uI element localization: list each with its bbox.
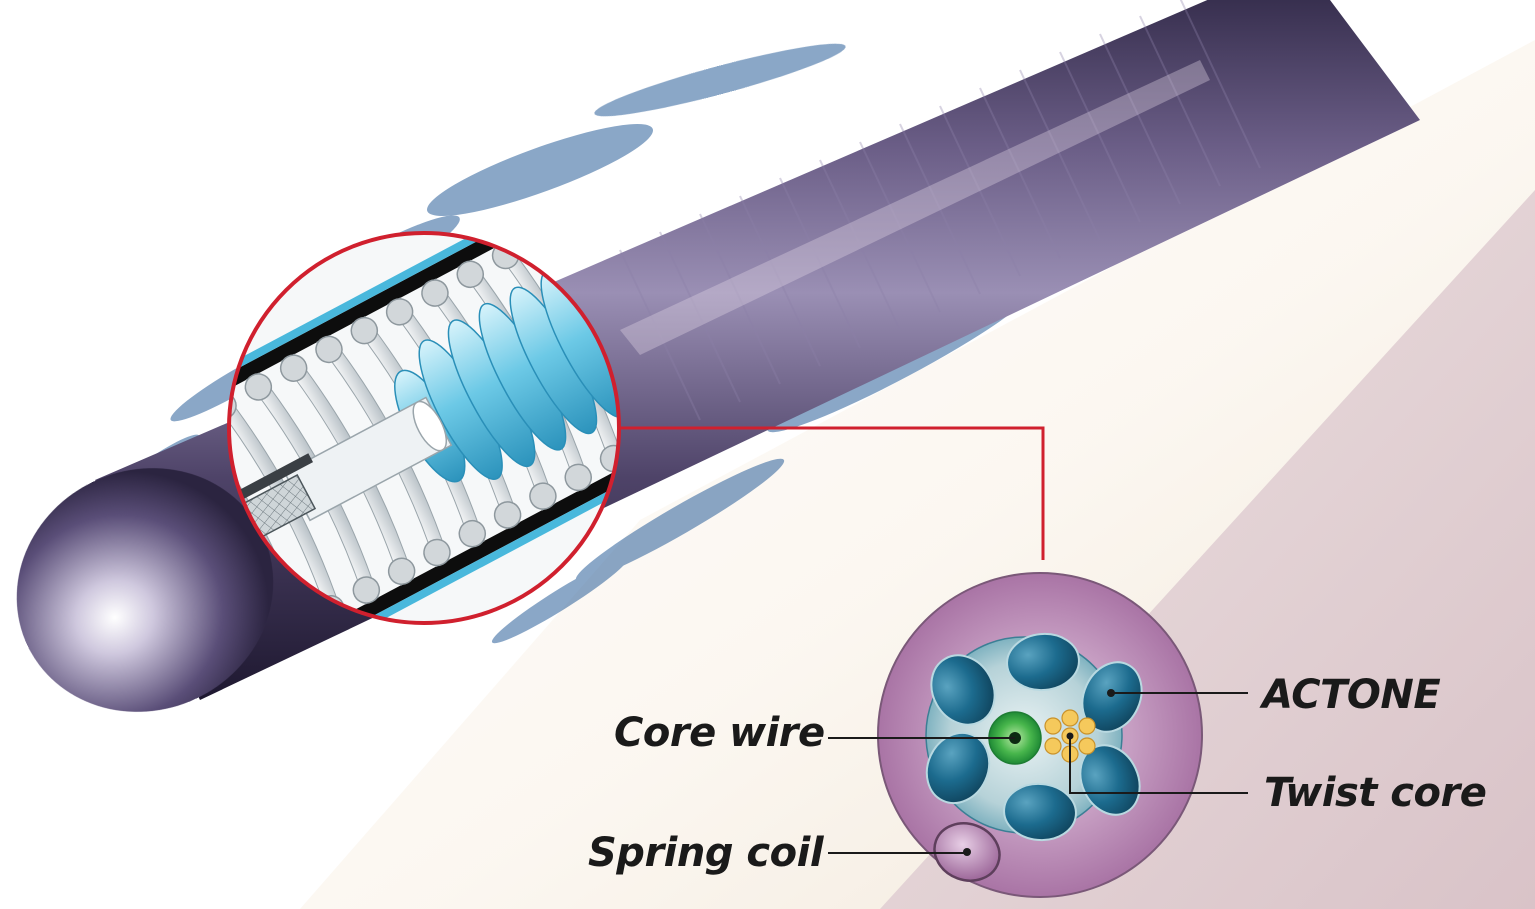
twist-core-strands — [1044, 709, 1096, 763]
cross-section — [877, 572, 1203, 898]
actone-label: ACTONE — [1262, 672, 1441, 718]
callout-connector — [612, 426, 1045, 560]
spring-coil-label: Spring coil — [588, 830, 824, 876]
leader-lines — [828, 692, 1248, 854]
twist-core-label: Twist core — [1264, 770, 1487, 816]
core-wire-label: Core wire — [614, 710, 825, 756]
actone-lumens — [925, 632, 1143, 842]
